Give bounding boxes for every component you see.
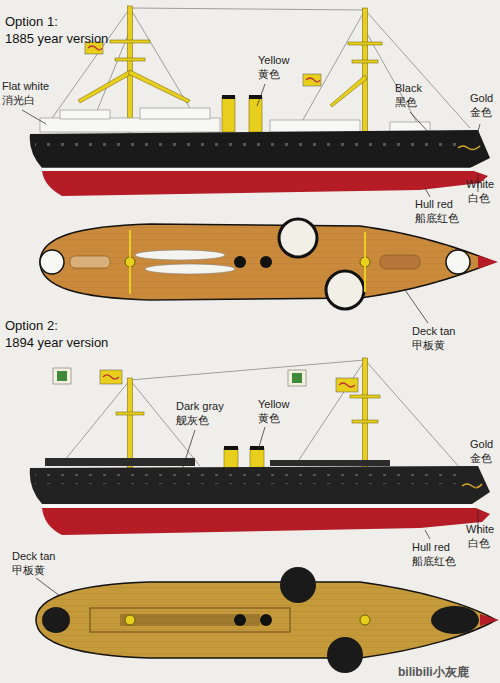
colour-callout: 消光白 [2,94,35,107]
colour-callout: 黄色 [258,412,280,425]
colour-callout: Deck tan [12,550,55,563]
watermark: bilibili小灰鹿 [398,666,469,679]
colour-callout: 船底红色 [412,555,456,568]
colour-callout: Hull red [415,198,453,211]
option-heading: Option 2: [5,318,58,334]
colour-callout: 甲板黄 [12,564,45,577]
colour-callout: 甲板黄 [412,339,445,352]
colour-callout: 白色 [468,537,490,550]
top-view-1885 [40,219,498,309]
colour-callout: Yellow [258,398,289,411]
colour-callout: Hull red [412,541,450,554]
colour-callout: 黄色 [258,68,280,81]
colour-callout: Black [395,82,422,95]
colour-callout: Gold [470,92,493,105]
colour-callout: Deck tan [412,325,455,338]
colour-callout: 金色 [470,106,492,119]
colour-callout: 金色 [470,452,492,465]
colour-callout: Flat white [2,80,49,93]
colour-callout: 船底红色 [415,212,459,225]
colour-callout: 黑色 [395,96,417,109]
colour-callout: Yellow [258,54,289,67]
colour-callout: Gold [470,438,493,451]
colour-callout: White [466,523,494,536]
colour-callout: Dark gray [176,400,224,413]
colour-callout: 舰灰色 [176,414,209,427]
colour-callout: White [466,178,494,191]
option-heading: Option 1: [5,14,58,30]
side-view-1894 [30,358,490,535]
version-subheading: 1894 year version [5,335,108,351]
top-view-1894 [36,567,499,673]
colour-callout: 白色 [468,192,490,205]
version-subheading: 1885 year version [5,31,108,47]
